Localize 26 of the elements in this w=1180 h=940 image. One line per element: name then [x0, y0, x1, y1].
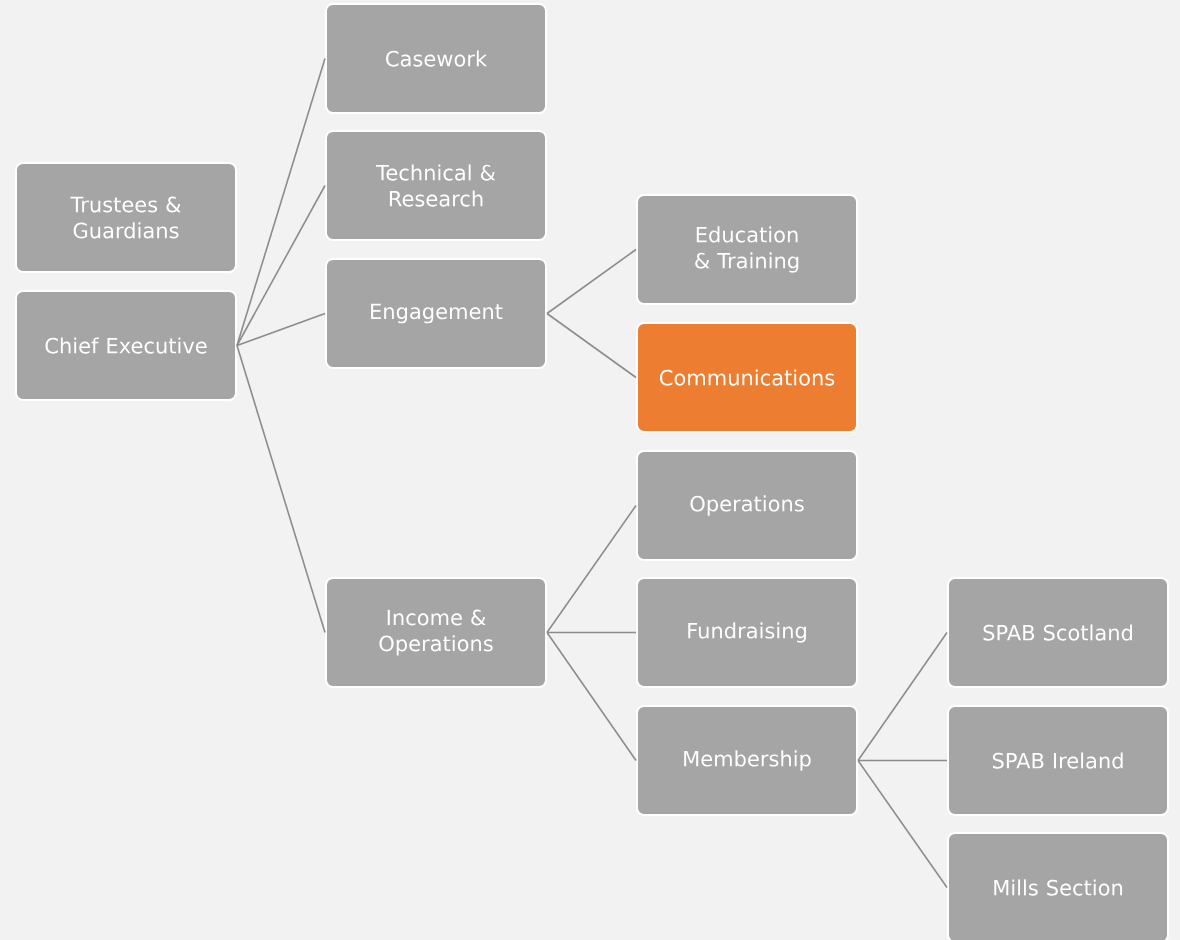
- org-box: Engagement: [325, 258, 547, 369]
- connector-line: [546, 631, 637, 762]
- connector-line: [857, 759, 948, 889]
- org-box: SPAB Ireland: [947, 705, 1169, 816]
- org-box: Mills Section: [947, 832, 1169, 940]
- connector-line: [236, 57, 326, 347]
- org-box: Trustees & Guardians: [15, 162, 237, 273]
- connector-line: [236, 312, 326, 347]
- connector-line: [857, 631, 948, 762]
- org-box: Education & Training: [636, 194, 858, 305]
- connector-line: [546, 504, 637, 634]
- connector-line: [857, 759, 948, 762]
- org-box: SPAB Scotland: [947, 577, 1169, 688]
- connector-line: [546, 248, 637, 315]
- org-box: Operations: [636, 450, 858, 561]
- highlighted-box: Communications: [636, 322, 858, 433]
- org-box: Casework: [325, 3, 547, 114]
- org-box: Membership: [636, 705, 858, 816]
- connector-line: [236, 184, 326, 347]
- org-box: Chief Executive: [15, 290, 237, 401]
- org-box: Technical & Research: [325, 130, 547, 241]
- org-box: Fundraising: [636, 577, 858, 688]
- connector-line: [546, 631, 637, 634]
- connector-line: [236, 344, 326, 634]
- org-box: Income & Operations: [325, 577, 547, 688]
- connector-line: [546, 312, 637, 379]
